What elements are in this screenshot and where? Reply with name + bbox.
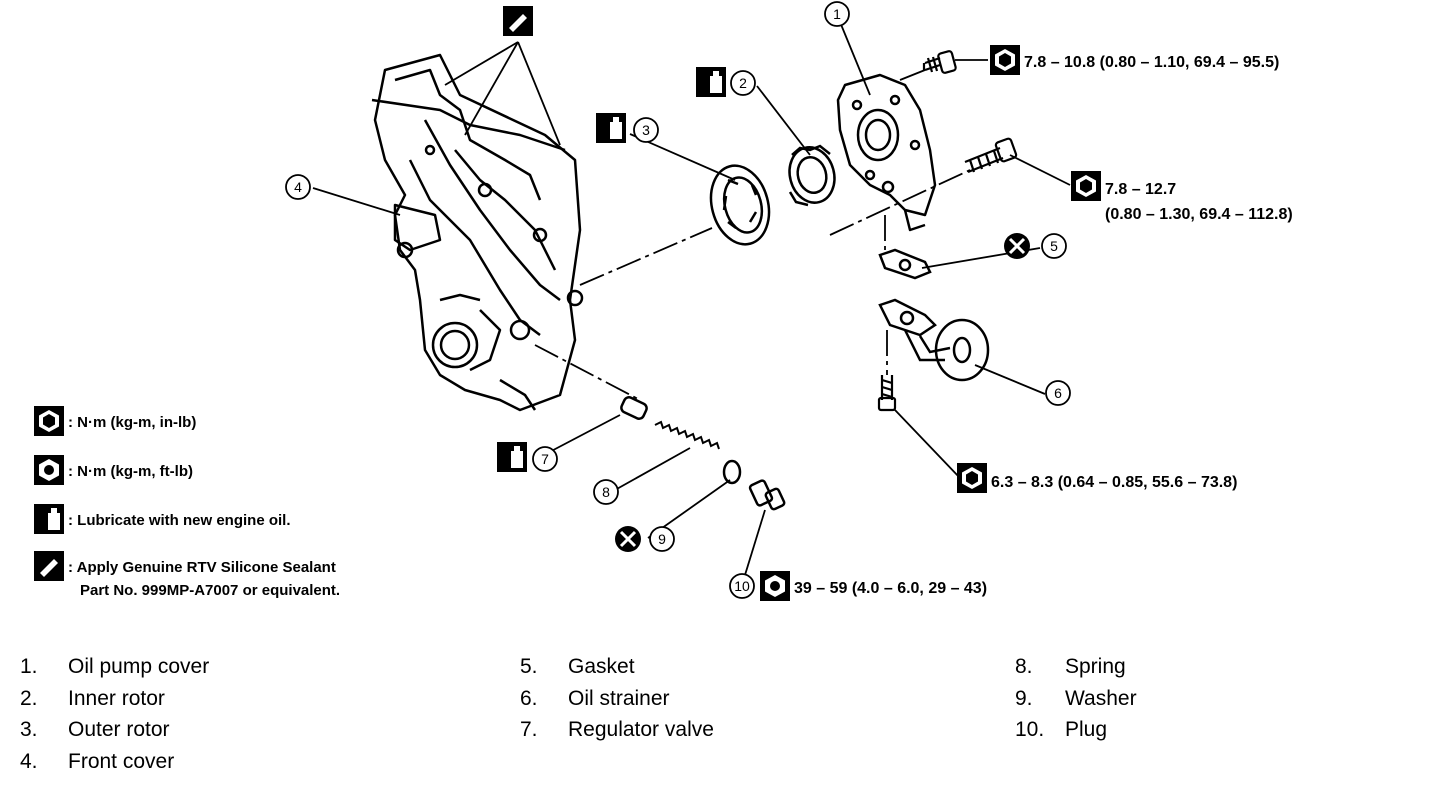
exploded-diagram: 1 2 3 4 5 6 7 8 9 10 7.8 – 10.8: [34, 1, 1293, 601]
sealant-icon: [34, 551, 64, 581]
callout-9: 9: [649, 526, 675, 552]
oil-pump-cover-drawing: [836, 73, 937, 232]
svg-text:: Apply Genuine RTV Silicone S: : Apply Genuine RTV Silicone Sealant: [68, 559, 336, 576]
callout-2: 2: [730, 70, 756, 96]
torque-spec-plug: 39 – 59 (4.0 – 6.0, 29 – 43): [794, 580, 987, 597]
plug-drawing: [748, 479, 786, 511]
list-item: 2.Inner rotor: [20, 686, 165, 710]
torque-ftlb-icon: [760, 571, 790, 601]
list-item: 5.Gasket: [520, 655, 635, 678]
oil-can-icon: [497, 442, 527, 472]
replace-part-icon: [613, 524, 643, 554]
oil-can-icon: [34, 504, 64, 534]
legend: : N·m (kg-m, in-lb) : N·m (kg-m, ft-lb) …: [34, 406, 340, 599]
list-item: 10.Plug: [1015, 718, 1108, 741]
torque-spec-cover-bolt-2: (0.80 – 1.30, 69.4 – 112.8): [1105, 206, 1293, 223]
svg-text:1: 1: [833, 6, 841, 22]
regulator-valve-drawing: [620, 396, 648, 420]
oil-can-icon: [696, 67, 726, 97]
parts-list: 1.Oil pump cover 2.Inner rotor 3.Outer r…: [0, 655, 1440, 785]
list-item: 8.Spring: [1015, 655, 1126, 678]
callout-10: 10: [729, 573, 755, 599]
torque-inlb-icon: [34, 406, 64, 436]
sealant-icon: [503, 6, 533, 36]
list-item: 1.Oil pump cover: [20, 655, 210, 678]
parts-column-2: 5.Gasket 6.Oil strainer 7.Regulator valv…: [520, 655, 714, 750]
callout-5: 5: [1041, 233, 1067, 259]
bolt-drawing-middle: [964, 137, 1018, 174]
washer-drawing: [722, 459, 742, 485]
svg-text:2: 2: [739, 75, 747, 91]
svg-text:: Lubricate with new engine oi: : Lubricate with new engine oil.: [68, 512, 291, 529]
bolt-drawing-upper: [922, 50, 957, 74]
list-item: 7.Regulator valve: [520, 718, 714, 741]
leader-lines: [312, 21, 1071, 576]
svg-text:8: 8: [602, 484, 610, 500]
outer-rotor-drawing: [709, 164, 771, 246]
oil-can-icon: [596, 113, 626, 143]
svg-text:4: 4: [294, 179, 302, 195]
callout-1: 1: [824, 1, 850, 27]
svg-text:: N·m (kg-m, ft-lb): : N·m (kg-m, ft-lb): [68, 463, 193, 480]
replace-part-icon: [1002, 231, 1032, 261]
front-cover-drawing: [371, 53, 584, 412]
callout-6: 6: [1045, 380, 1071, 406]
svg-text:5: 5: [1050, 238, 1058, 254]
svg-text:Part No. 999MP-A7007 or equiva: Part No. 999MP-A7007 or equivalent.: [80, 582, 340, 599]
bolt-drawing-lower: [877, 375, 897, 412]
spring-drawing: [654, 420, 720, 450]
svg-text:10: 10: [734, 578, 750, 594]
svg-text:7: 7: [541, 451, 549, 467]
callout-8: 8: [593, 479, 619, 505]
svg-text:: N·m (kg-m, in-lb): : N·m (kg-m, in-lb): [68, 414, 196, 431]
list-item: 4.Front cover: [20, 749, 175, 773]
list-item: 3.Outer rotor: [20, 718, 170, 741]
list-item: 9.Washer: [1015, 686, 1137, 710]
torque-inlb-icon: [957, 463, 987, 493]
callout-3: 3: [633, 117, 659, 143]
torque-inlb-icon: [990, 45, 1020, 75]
parts-column-3: 8.Spring 9.Washer 10.Plug: [1015, 655, 1137, 750]
list-item: 6.Oil strainer: [520, 686, 670, 710]
torque-spec-pump-cover: 7.8 – 10.8 (0.80 – 1.10, 69.4 – 95.5): [1024, 54, 1279, 71]
callout-4: 4: [285, 174, 311, 200]
parts-column-1: 1.Oil pump cover 2.Inner rotor 3.Outer r…: [20, 655, 209, 781]
torque-spec-strainer-bolt: 6.3 – 8.3 (0.64 – 0.85, 55.6 – 73.8): [991, 474, 1237, 491]
svg-text:3: 3: [642, 122, 650, 138]
torque-inlb-icon: [1071, 171, 1101, 201]
svg-text:6: 6: [1054, 385, 1062, 401]
svg-text:9: 9: [658, 531, 666, 547]
gasket-drawing: [878, 248, 932, 280]
inner-rotor-drawing: [788, 144, 836, 207]
oil-strainer-drawing: [878, 298, 990, 382]
torque-spec-cover-bolt: 7.8 – 12.7: [1105, 181, 1176, 198]
torque-ftlb-icon: [34, 455, 64, 485]
callout-7: 7: [532, 446, 558, 472]
